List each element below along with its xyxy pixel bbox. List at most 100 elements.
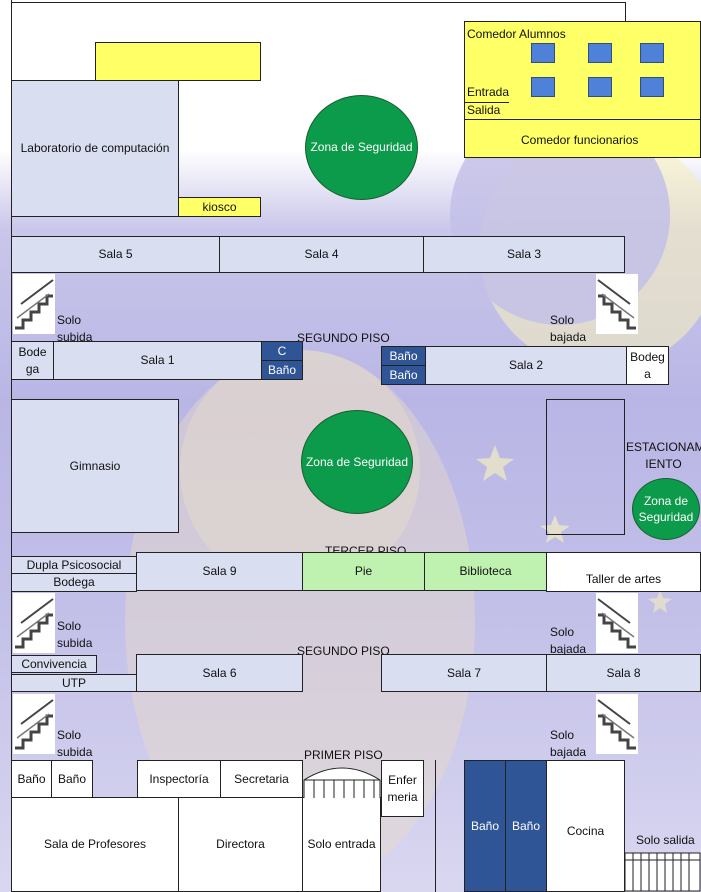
- lab-computacion-label: Laboratorio de computación: [20, 141, 170, 156]
- enfermeria-label: Enfer meria: [387, 773, 418, 804]
- cocina-label: Cocina: [566, 824, 605, 838]
- gimnasio-label: Gimnasio: [69, 458, 121, 473]
- entrada-underline: [465, 102, 509, 103]
- sala-profesores: Sala de Profesores: [11, 797, 179, 892]
- zona-seguridad-2: Zona de Seguridad: [301, 410, 413, 514]
- bodega-room: Bodega: [11, 573, 137, 592]
- bano-label: Baño: [17, 771, 46, 786]
- sala-3-label: Sala 3: [506, 247, 542, 262]
- stairs-icon: [13, 694, 55, 754]
- bano-room: Baño: [51, 760, 93, 798]
- sala-4: Sala 4: [219, 236, 424, 273]
- wall-line: [435, 760, 436, 892]
- exit-gate-icon: [624, 852, 701, 892]
- yellow-room-top: [95, 42, 261, 81]
- comedor-salida-label: Salida: [467, 103, 501, 117]
- directora: Directora: [178, 797, 303, 892]
- comedor-block: Comedor Alumnos Entrada Salida Comedor f…: [464, 21, 701, 158]
- bodega-right: Bodeg a: [626, 346, 669, 385]
- bano-label: Baño: [389, 367, 418, 382]
- solo-subida-label-1: Solo subida: [57, 313, 93, 345]
- pie-room: Pie: [302, 552, 425, 591]
- bano-label: Baño: [57, 771, 87, 786]
- bano-room: Baño: [381, 365, 426, 385]
- directora-label: Directora: [216, 837, 265, 852]
- sala-2-label: Sala 2: [508, 358, 544, 373]
- zona-seguridad-label: Zona de Seguridad: [310, 140, 413, 155]
- bodega-label: Bodega: [53, 575, 95, 590]
- bano-label: Baño: [511, 818, 541, 833]
- secretaria-label: Secretaria: [234, 771, 289, 786]
- comedor-divider: [465, 119, 701, 120]
- gimnasio: Gimnasio: [11, 399, 179, 533]
- zona-seguridad-3: Zona de Seguridad: [632, 478, 700, 540]
- cocina: Cocina: [546, 760, 625, 892]
- bano-label: Baño: [389, 348, 418, 363]
- solo-entrada-label: Solo entrada: [307, 837, 376, 852]
- segundo-piso-label-2: SEGUNDO PISO: [297, 644, 390, 658]
- stairs-icon: [13, 593, 55, 653]
- stairs-icon: [596, 274, 638, 334]
- convivencia-label: Convivencia: [21, 656, 87, 671]
- sala-5-label: Sala 5: [98, 247, 133, 262]
- sala-9-label: Sala 9: [202, 564, 237, 579]
- sala-1-label: Sala 1: [140, 353, 175, 368]
- sala-6: Sala 6: [136, 654, 303, 692]
- outer-wall-top-corner: [625, 2, 626, 22]
- bano-room: Baño: [261, 360, 303, 380]
- zona-seguridad-label: Zona de Seguridad: [638, 493, 694, 524]
- sala-3: Sala 3: [423, 236, 625, 273]
- solo-subida-label-3: Solo subida: [57, 728, 93, 760]
- secretaria: Secretaria: [220, 760, 303, 798]
- solo-subida-label-2: Solo subida: [57, 619, 93, 651]
- stairs-icon: [13, 274, 55, 334]
- comedor-funcionarios-label: Comedor funcionarios: [521, 133, 639, 147]
- estacionamiento-label: ESTACIONAM IENTO: [626, 440, 701, 472]
- table-5: [588, 77, 612, 97]
- utp-label: UTP: [62, 675, 86, 690]
- estacionamiento-area: [546, 399, 625, 535]
- enfermeria: Enfer meria: [381, 760, 424, 817]
- bano-room: Baño: [505, 760, 547, 892]
- c-room-label: C: [277, 343, 287, 358]
- sala-7-label: Sala 7: [446, 665, 482, 680]
- solo-salida-label: Solo salida: [636, 833, 695, 847]
- kiosco-label: kiosco: [202, 199, 237, 214]
- lab-computacion: Laboratorio de computación: [11, 80, 179, 217]
- bodega-left: Bode ga: [11, 341, 54, 380]
- sala-profesores-label: Sala de Profesores: [43, 837, 147, 852]
- dupla-psicosocial-label: Dupla Psicosocial: [26, 557, 122, 572]
- entrance-gate-icon: [303, 767, 381, 798]
- utp: UTP: [11, 674, 137, 692]
- stairs-icon: [596, 694, 638, 754]
- comedor-alumnos-label: Comedor Alumnos: [467, 27, 566, 41]
- sala-6-label: Sala 6: [202, 665, 237, 680]
- convivencia: Convivencia: [11, 655, 97, 673]
- taller-artes-label: Taller de artes: [585, 571, 662, 586]
- sala-8-label: Sala 8: [606, 665, 641, 680]
- bano-room: Baño: [11, 760, 52, 798]
- sala-4-label: Sala 4: [304, 247, 339, 262]
- bodega-right-label: Bodeg a: [630, 350, 665, 381]
- solo-bajada-label-2: Solo bajada: [550, 625, 587, 657]
- table-3: [640, 43, 664, 63]
- bano-room: Baño: [464, 760, 506, 892]
- c-room: C: [261, 341, 303, 361]
- outer-wall-top: [11, 2, 625, 3]
- solo-bajada-label-1: Solo bajada: [550, 313, 587, 345]
- comedor-entrada-label: Entrada: [467, 85, 510, 99]
- zona-seguridad-1: Zona de Seguridad: [305, 95, 418, 200]
- sala-8: Sala 8: [546, 654, 701, 692]
- biblioteca: Biblioteca: [424, 552, 547, 591]
- primer-piso-label: PRIMER PISO: [304, 748, 383, 762]
- inspectoria: Inspectoría: [137, 760, 221, 798]
- bano-label: Baño: [267, 362, 297, 377]
- pie-label: Pie: [354, 564, 373, 579]
- zona-seguridad-label: Zona de Seguridad: [305, 454, 409, 469]
- taller-artes: Taller de artes: [546, 552, 701, 592]
- kiosco: kiosco: [178, 197, 261, 217]
- sala-5: Sala 5: [11, 236, 220, 273]
- solo-entrada: Solo entrada: [302, 797, 381, 892]
- bodega-left-label: Bode ga: [18, 345, 47, 376]
